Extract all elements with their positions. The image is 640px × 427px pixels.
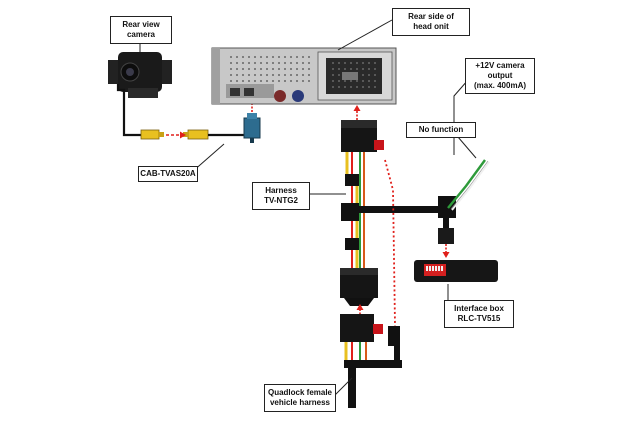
label-camera-output-line3: (max. 400mA) bbox=[473, 81, 527, 90]
label-rear-view-camera: Rear view camera bbox=[110, 16, 172, 44]
label-camera-output-line1: +12V camera bbox=[475, 61, 525, 70]
quadlock-female-connector bbox=[340, 314, 402, 408]
label-cab-cable: CAB-TVAS20A bbox=[138, 166, 198, 182]
label-head-unit-line1: Rear side of bbox=[408, 12, 454, 21]
label-harness-line2: TV-NTG2 bbox=[264, 196, 298, 205]
label-rear-view-camera-line1: Rear view bbox=[122, 20, 160, 29]
quadlock-plug bbox=[340, 268, 378, 306]
camera-output-wire bbox=[447, 159, 486, 209]
label-quadlock-line1: Quadlock female bbox=[267, 388, 333, 397]
label-harness: Harness TV-NTG2 bbox=[252, 182, 310, 210]
label-interface-box: Interface box RLC-TV515 bbox=[444, 300, 514, 328]
label-rear-view-camera-line2: camera bbox=[126, 30, 156, 39]
label-head-unit: Rear side of head onit bbox=[392, 8, 470, 36]
rca-connector-pair bbox=[140, 129, 209, 140]
head-unit-rear bbox=[211, 47, 397, 105]
label-interface-box-line1: Interface box bbox=[454, 304, 504, 313]
label-quadlock-line2: vehicle harness bbox=[269, 398, 331, 407]
harness bbox=[341, 120, 456, 270]
label-head-unit-line2: head onit bbox=[413, 22, 449, 31]
label-interface-box-line2: RLC-TV515 bbox=[457, 314, 501, 323]
label-quadlock: Quadlock female vehicle harness bbox=[264, 384, 336, 412]
label-camera-output: +12V camera output (max. 400mA) bbox=[465, 58, 535, 94]
rear-camera bbox=[108, 52, 172, 98]
fakra-connector bbox=[243, 113, 261, 143]
label-harness-line1: Harness bbox=[265, 186, 297, 195]
interface-box-device bbox=[414, 260, 498, 282]
label-no-function-text: No function bbox=[418, 125, 464, 134]
camera-cable bbox=[116, 84, 142, 137]
label-no-function: No function bbox=[406, 122, 476, 138]
label-camera-output-line2: output bbox=[487, 71, 513, 80]
label-cab-cable-text: CAB-TVAS20A bbox=[140, 169, 196, 178]
signal-wire-dotted bbox=[384, 159, 396, 326]
